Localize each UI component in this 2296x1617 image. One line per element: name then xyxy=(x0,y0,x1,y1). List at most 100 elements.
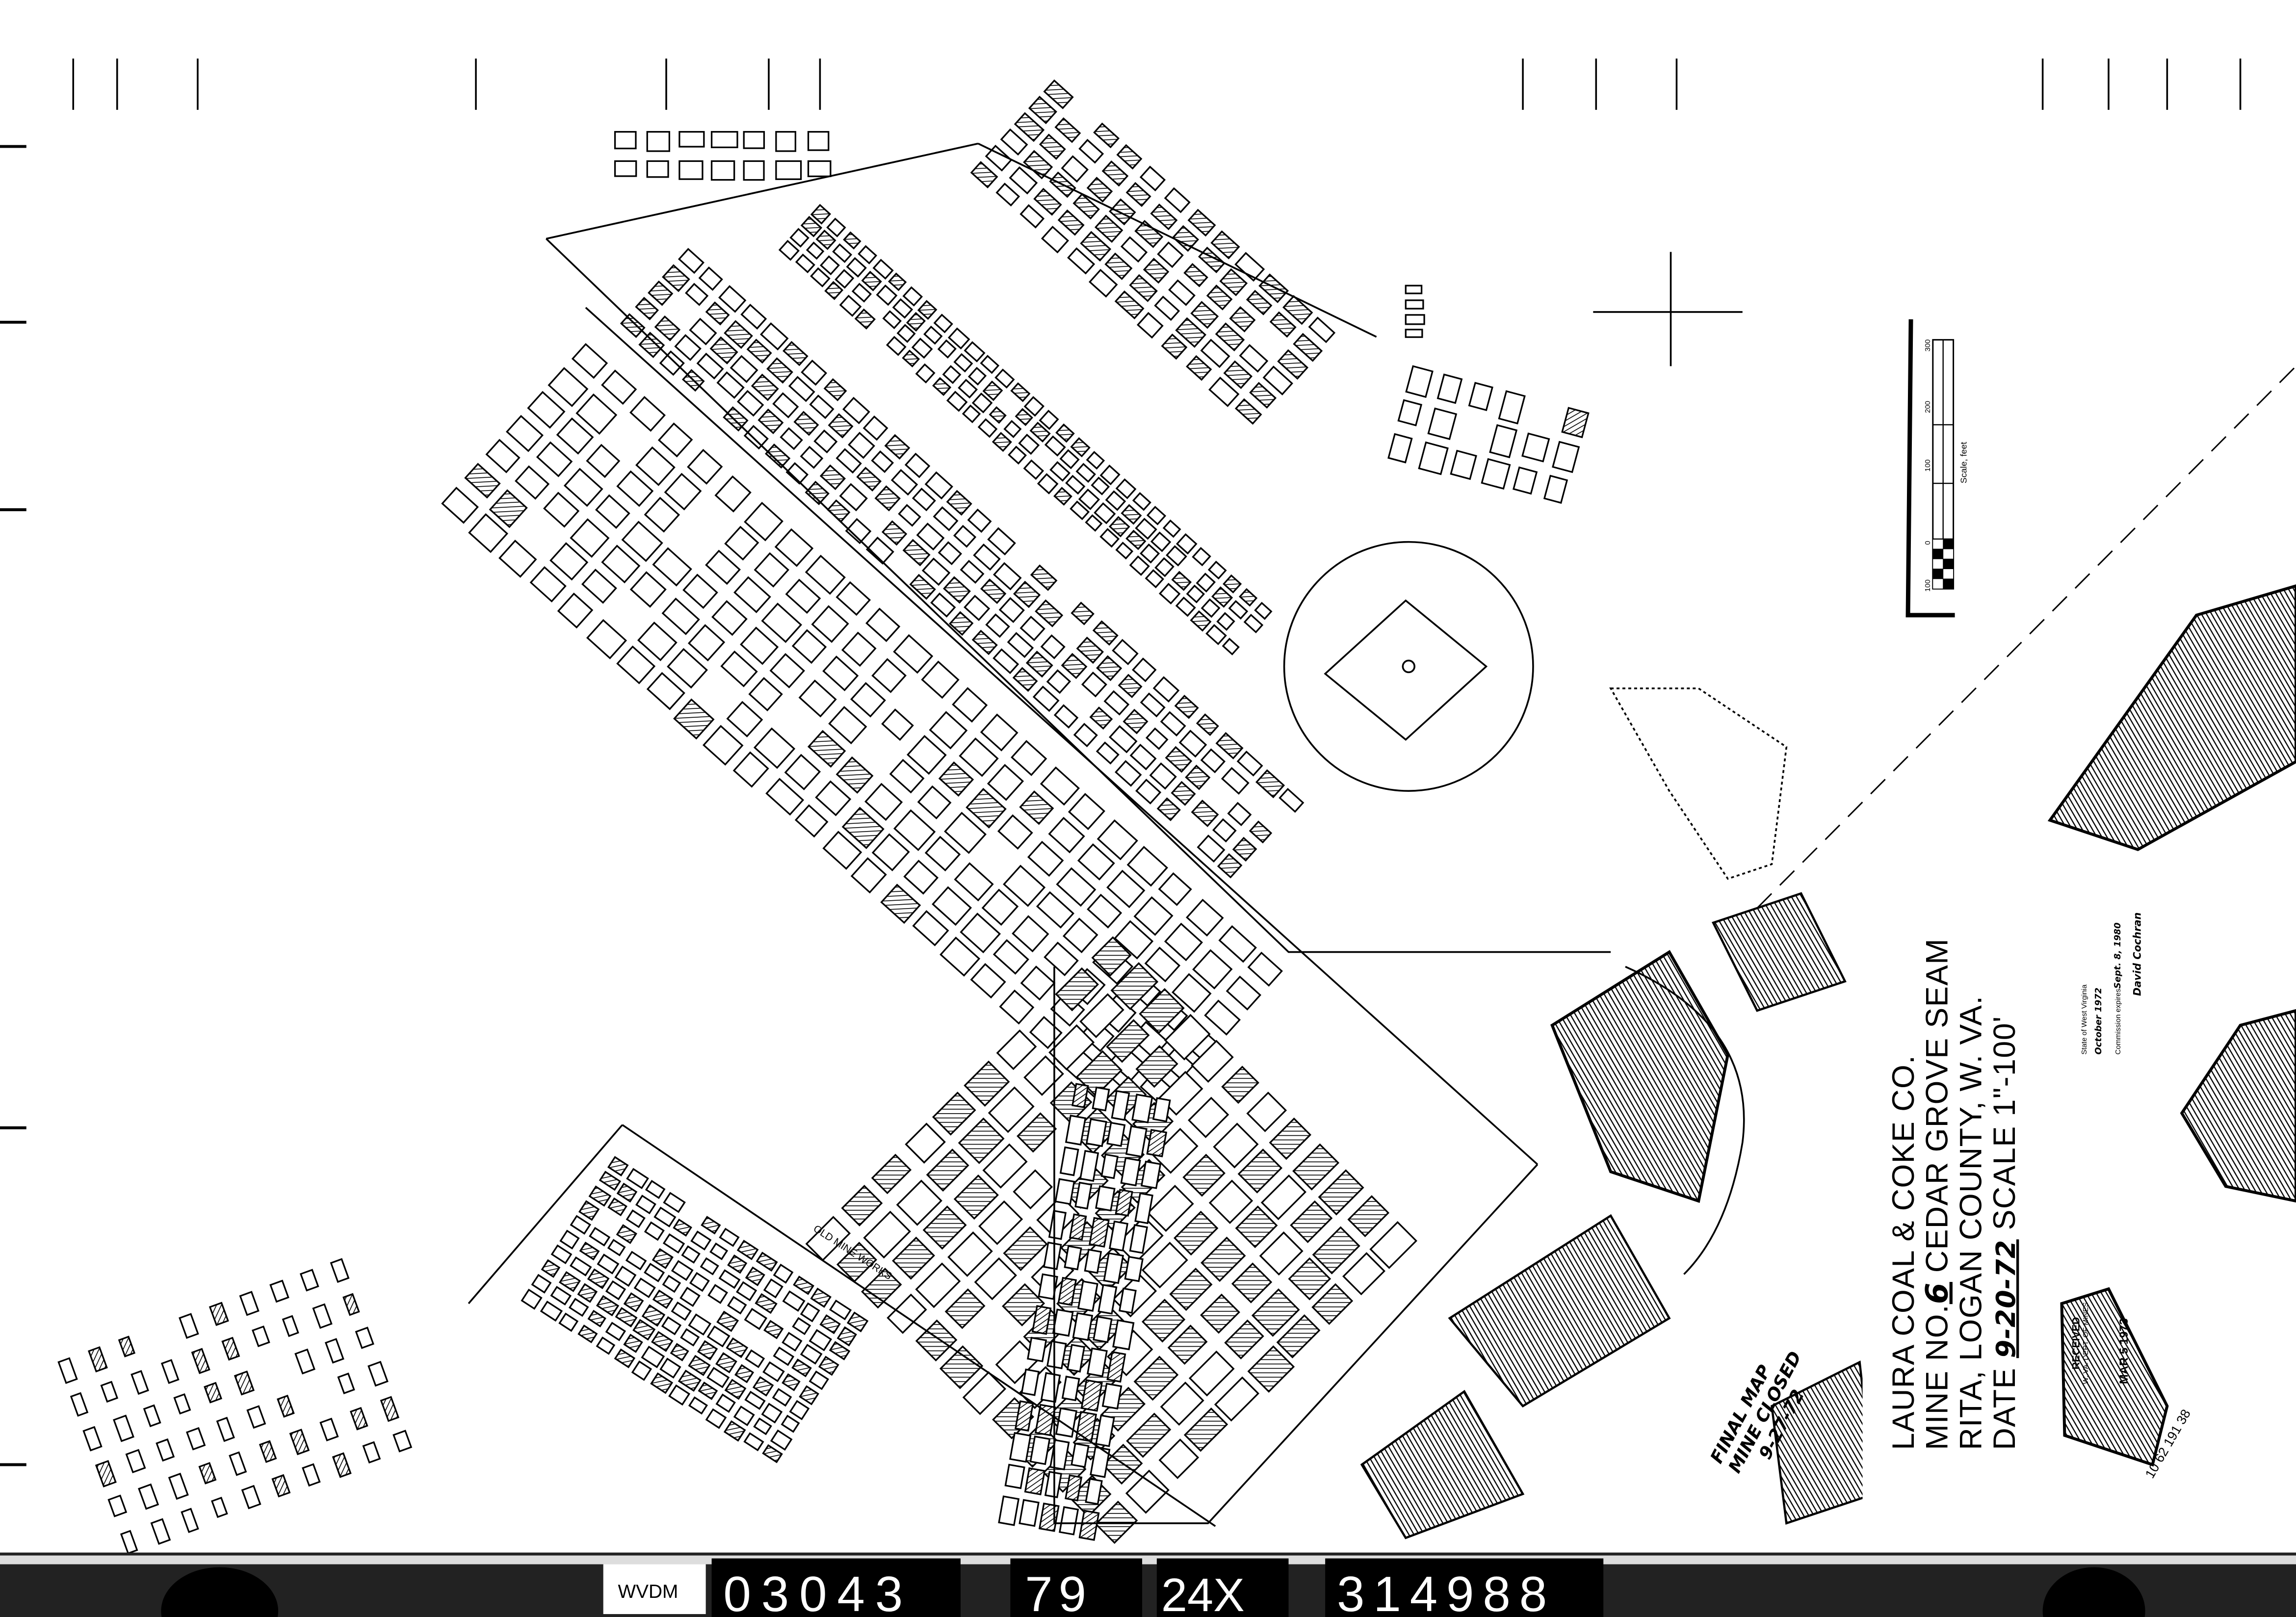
coal-pillar xyxy=(744,1390,766,1410)
coal-pillar xyxy=(1258,273,1289,303)
title-block: LAURA COAL & COKE CO. MINE NO.6 CEDAR GR… xyxy=(1862,857,2053,1502)
coal-pillar xyxy=(1171,571,1192,591)
coal-pillar xyxy=(1003,420,1022,438)
coal-pillar xyxy=(720,651,758,687)
coal-pillar xyxy=(1055,423,1075,443)
coal-pillar xyxy=(780,427,803,450)
coal-pillar xyxy=(782,1331,803,1352)
coal-pillar xyxy=(1418,441,1449,475)
coal-pillar xyxy=(558,1271,581,1292)
coal-pillar xyxy=(960,913,1001,954)
coal-pillar xyxy=(1078,139,1104,164)
coal-pillar xyxy=(1072,193,1100,220)
coal-pillar xyxy=(982,380,1003,401)
coal-pillar xyxy=(992,939,1029,975)
coal-pillar xyxy=(843,231,861,250)
coal-pillar xyxy=(1387,433,1413,464)
coal-pillar xyxy=(723,406,749,432)
coal-pillar xyxy=(864,782,903,821)
coal-pillar xyxy=(1228,600,1249,620)
coal-pillar xyxy=(216,1416,235,1442)
coal-pillar xyxy=(1135,1045,1178,1088)
coal-pillar xyxy=(991,432,1012,452)
coal-pillar xyxy=(978,1200,1023,1245)
coal-pillar xyxy=(1247,1345,1295,1393)
coal-pillar xyxy=(654,315,681,341)
coal-pillar xyxy=(1115,478,1137,499)
title-date-scale: DATE 9-20-72 SCALE 1"-100' xyxy=(1987,1016,2022,1450)
coal-pillar xyxy=(985,613,1010,638)
coal-pillar xyxy=(775,160,802,180)
coal-pillar xyxy=(596,1295,620,1317)
coal-pillar xyxy=(659,1357,681,1379)
coal-pillar xyxy=(221,1336,240,1361)
coal-pillar xyxy=(938,761,974,797)
coal-pillar xyxy=(1450,449,1477,480)
coal-pillar xyxy=(977,418,998,438)
coal-pillar xyxy=(489,489,528,528)
coal-pillar xyxy=(179,1313,199,1339)
coal-pillar xyxy=(810,267,831,287)
coal-pillar xyxy=(1200,1236,1246,1282)
coal-pillar xyxy=(1078,488,1100,510)
coal-pillar xyxy=(120,1530,138,1555)
coal-pillar xyxy=(485,439,521,473)
coal-pillar xyxy=(1143,258,1170,284)
coal-pillar xyxy=(932,886,972,926)
coal-pillar xyxy=(198,1462,217,1485)
coal-pillar xyxy=(1260,1174,1306,1221)
coal-pillar xyxy=(1115,1189,1133,1217)
coal-pillar xyxy=(933,506,959,531)
coal-pillar xyxy=(1165,746,1193,773)
coal-pillar xyxy=(799,1385,819,1406)
pillar-grid xyxy=(57,1258,413,1555)
coal-pillar xyxy=(156,1438,175,1462)
coal-pillar xyxy=(1101,160,1129,187)
coal-pillar xyxy=(671,1301,692,1321)
coal-pillar xyxy=(1080,1379,1103,1412)
coal-pillar xyxy=(682,574,718,609)
coal-pillar xyxy=(726,701,763,738)
coal-pillar xyxy=(1160,711,1186,737)
coal-pillar xyxy=(95,1460,117,1487)
coal-pillar xyxy=(616,470,654,507)
coal-pillar xyxy=(652,1289,674,1309)
coal-pillar xyxy=(902,286,923,307)
coal-pillar xyxy=(905,1122,946,1164)
coal-pillar xyxy=(770,1429,793,1451)
coal-pillar xyxy=(871,450,894,473)
coal-pillar xyxy=(667,648,708,689)
coal-pillar xyxy=(1427,407,1458,441)
coal-pillar xyxy=(1231,1262,1273,1304)
coal-pillar xyxy=(1156,797,1181,821)
coal-pillar xyxy=(1221,767,1250,795)
coal-pillar xyxy=(705,301,730,326)
coal-pillar xyxy=(1093,1315,1113,1343)
coal-pillar xyxy=(1003,864,1046,907)
pillar-grid xyxy=(614,131,832,181)
coal-pillar xyxy=(662,264,690,292)
coal-pillar xyxy=(605,1280,626,1301)
coal-pillar xyxy=(596,1336,616,1355)
coal-pillar xyxy=(570,1215,592,1235)
coal-pillar xyxy=(1215,732,1244,759)
coal-pillar xyxy=(827,499,851,523)
coal-pillar xyxy=(1142,1299,1186,1343)
coal-pillar xyxy=(1150,203,1178,231)
coal-pillar xyxy=(1064,1245,1082,1271)
coal-pillar xyxy=(1292,1143,1340,1191)
coal-pillar xyxy=(635,446,676,486)
coal-pillar xyxy=(861,1267,902,1309)
coal-pillar xyxy=(1141,1242,1188,1289)
coal-pillar xyxy=(845,518,872,545)
coal-pillar xyxy=(1003,1226,1048,1271)
coal-pillar xyxy=(575,393,618,435)
coal-pillar xyxy=(160,1359,180,1384)
coal-pillar xyxy=(464,463,501,499)
coal-pillar xyxy=(761,1403,783,1424)
coal-pillar xyxy=(766,357,793,384)
coal-pillar xyxy=(785,578,821,614)
coal-pillar xyxy=(1109,198,1136,226)
coal-pillar xyxy=(380,1396,400,1422)
scale-segment xyxy=(1943,569,1954,579)
